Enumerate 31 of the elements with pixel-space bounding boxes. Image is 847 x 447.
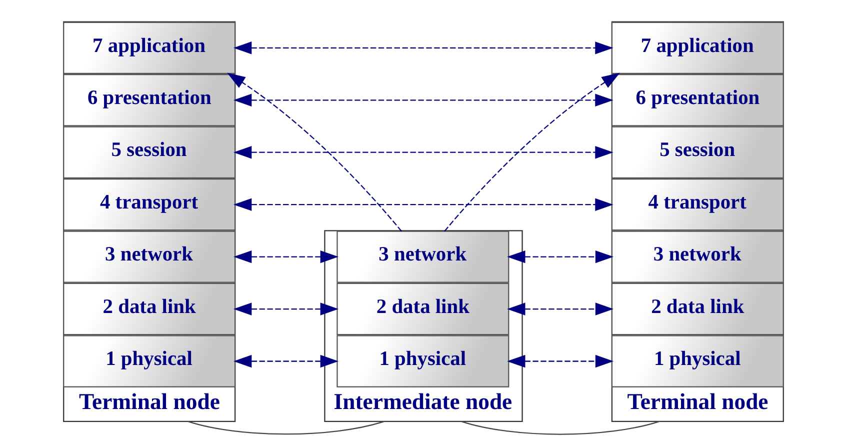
connector [461,420,660,435]
arrow [227,72,402,232]
arrow [233,302,338,316]
node-box: 4 transport [611,178,784,231]
arrow [233,198,614,211]
arrow [233,146,614,159]
node-box: 2 data link [63,282,236,336]
node-box: 7 application [63,22,236,74]
arrow [233,250,338,264]
node-box: 7 application [611,22,784,74]
connector [188,420,384,435]
arrow [507,302,614,316]
node-box: 3 network [63,230,236,283]
node-box: 2 data link [336,282,510,336]
node-box: 2 data link [611,282,784,336]
arrow [507,354,614,368]
arrow [444,72,620,232]
node-box: 6 presentation [611,74,784,126]
arrow [507,250,614,264]
node-box: 1 physical [611,335,784,388]
arrow [233,42,614,54]
node-box: 1 physical [336,335,510,388]
node-box: 5 session [63,126,236,178]
node-box: 3 network [336,230,510,283]
node-box: 1 physical [63,335,236,388]
node-box: 5 session [611,126,784,178]
node-box: 6 presentation [63,74,236,126]
node-box: 3 network [611,230,784,283]
arrow [233,354,338,368]
node-box: 4 transport [63,178,236,231]
arrow [233,94,614,106]
